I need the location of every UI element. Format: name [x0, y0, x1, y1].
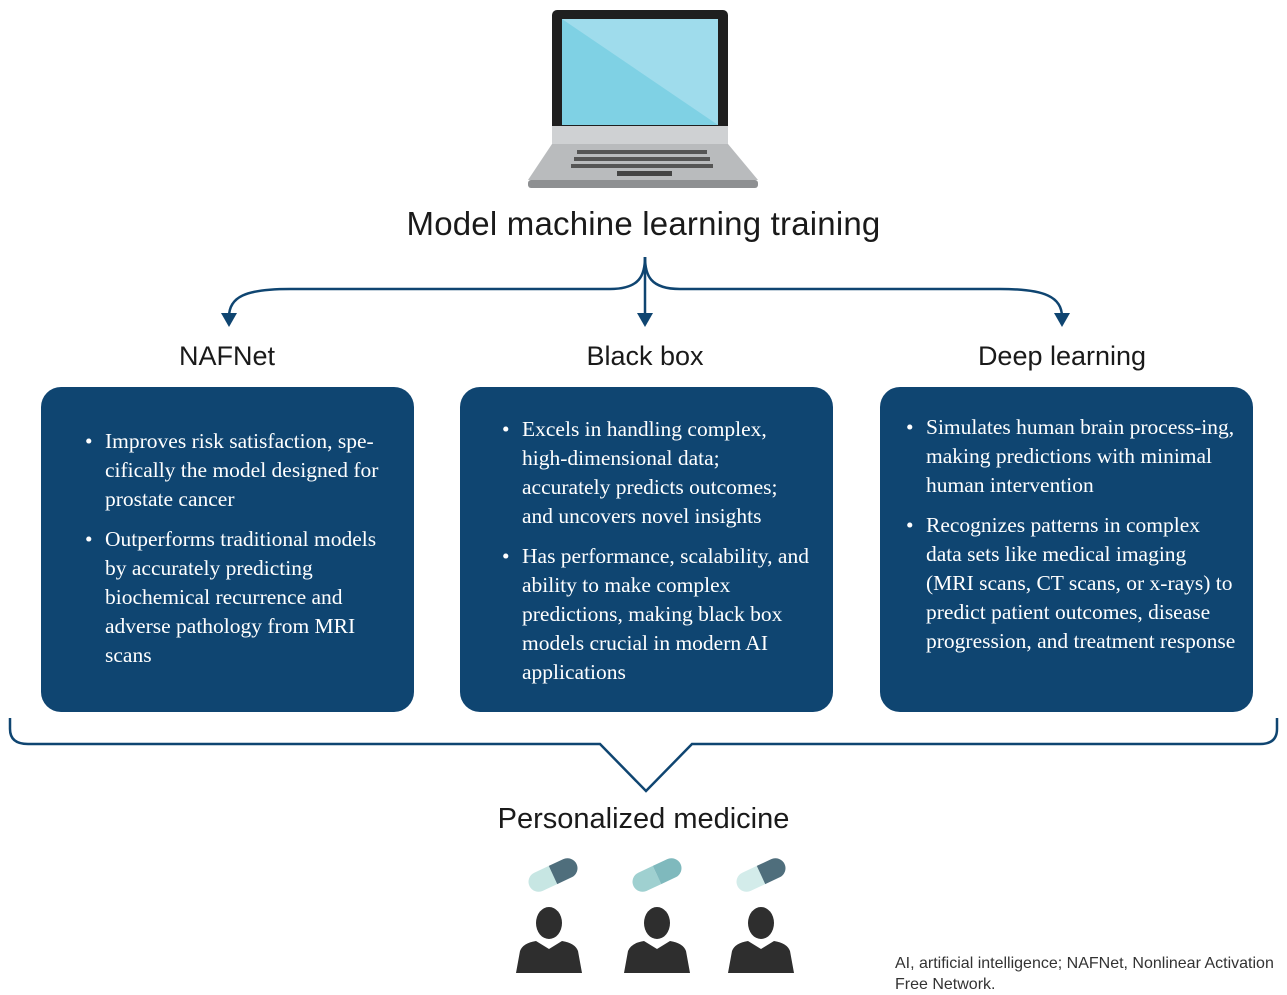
deep-learning-bullet-1: Simulates human brain process-ing, makin… [894, 413, 1237, 500]
converging-bracket [8, 718, 1279, 793]
nafnet-bullet-1: Improves risk satisfaction, spe-cificall… [73, 427, 394, 514]
person-icon [624, 907, 690, 973]
capsule-icon [528, 858, 578, 892]
diagram-title: Model machine learning training [406, 205, 881, 242]
capsule-icon [632, 858, 682, 892]
black-box-bullet-1: Excels in handling complex, high-dimensi… [490, 415, 813, 531]
nafnet-bullet-2: Outperforms traditional models by accura… [73, 525, 394, 670]
deep-learning-box: Simulates human brain process-ing, makin… [880, 387, 1253, 712]
nafnet-box: Improves risk satisfaction, spe-cificall… [41, 387, 414, 712]
deep-learning-bullet-list: Simulates human brain process-ing, makin… [894, 413, 1237, 656]
black-box-box: Excels in handling complex, high-dimensi… [460, 387, 833, 712]
column-title-nafnet: NAFNet [178, 341, 276, 371]
person-icon [728, 907, 794, 973]
deep-learning-bullet-2: Recognizes patterns in complex data sets… [894, 511, 1237, 656]
nafnet-bullet-list: Improves risk satisfaction, spe-cificall… [73, 427, 394, 670]
laptop-icon [528, 10, 758, 188]
black-box-bullet-list: Excels in handling complex, high-dimensi… [490, 415, 813, 687]
outcome-title: Personalized medicine [497, 803, 790, 835]
branch-arrows [221, 256, 1070, 327]
column-title-black-box: Black box [586, 341, 704, 371]
footnote: AI, artificial intelligence; NAFNet, Non… [895, 955, 1274, 993]
person-icon [516, 907, 582, 973]
capsule-icon [736, 858, 786, 892]
column-title-deep-learning: Deep learning [977, 341, 1147, 371]
black-box-bullet-2: Has performance, scalability, and abilit… [490, 542, 813, 687]
